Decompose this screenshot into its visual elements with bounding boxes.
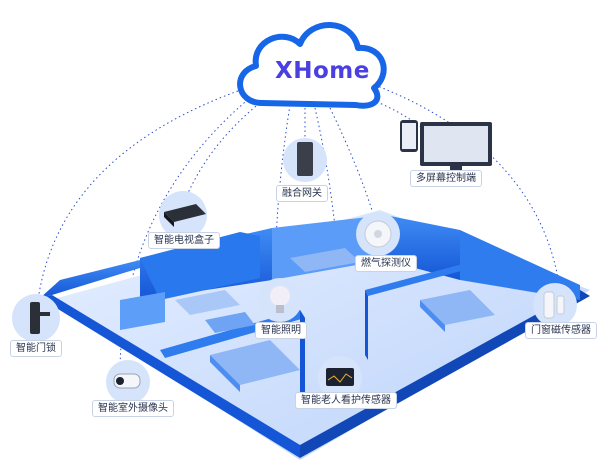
line-tv-box: [184, 94, 271, 201]
brand-logo: XHome: [275, 58, 370, 84]
line-door-lock: [37, 84, 256, 301]
label-outdoor-camera: 智能室外摄像头: [92, 400, 174, 417]
label-gateway: 融合网关: [276, 185, 328, 202]
label-elder-sensor: 智能老人看护传感器: [295, 392, 397, 409]
label-lighting: 智能照明: [255, 322, 307, 339]
bulb-icon: [258, 278, 302, 322]
radar-sensor-icon: [318, 356, 362, 400]
door-sensor-icon: [533, 283, 577, 327]
house-floorplan: [40, 210, 590, 460]
tablet-tv-icon: [400, 120, 492, 170]
gas-detector-icon: [356, 212, 400, 256]
line-gas: [329, 107, 376, 221]
cloud-icon: [237, 22, 387, 109]
tv-box-icon: [159, 191, 207, 239]
label-multi-screen: 多屏幕控制端: [410, 170, 482, 187]
gateway-icon: [283, 138, 327, 182]
label-door-sensor: 门窗磁传感器: [525, 322, 597, 339]
label-door-lock: 智能门锁: [10, 340, 62, 357]
line-camera: [119, 87, 263, 376]
camera-icon: [106, 360, 150, 404]
label-gas-detector: 燃气探测仪: [355, 255, 417, 272]
label-tv-box: 智能电视盒子: [148, 232, 220, 249]
door-lock-icon: [12, 294, 60, 342]
line-lighting: [274, 104, 291, 286]
